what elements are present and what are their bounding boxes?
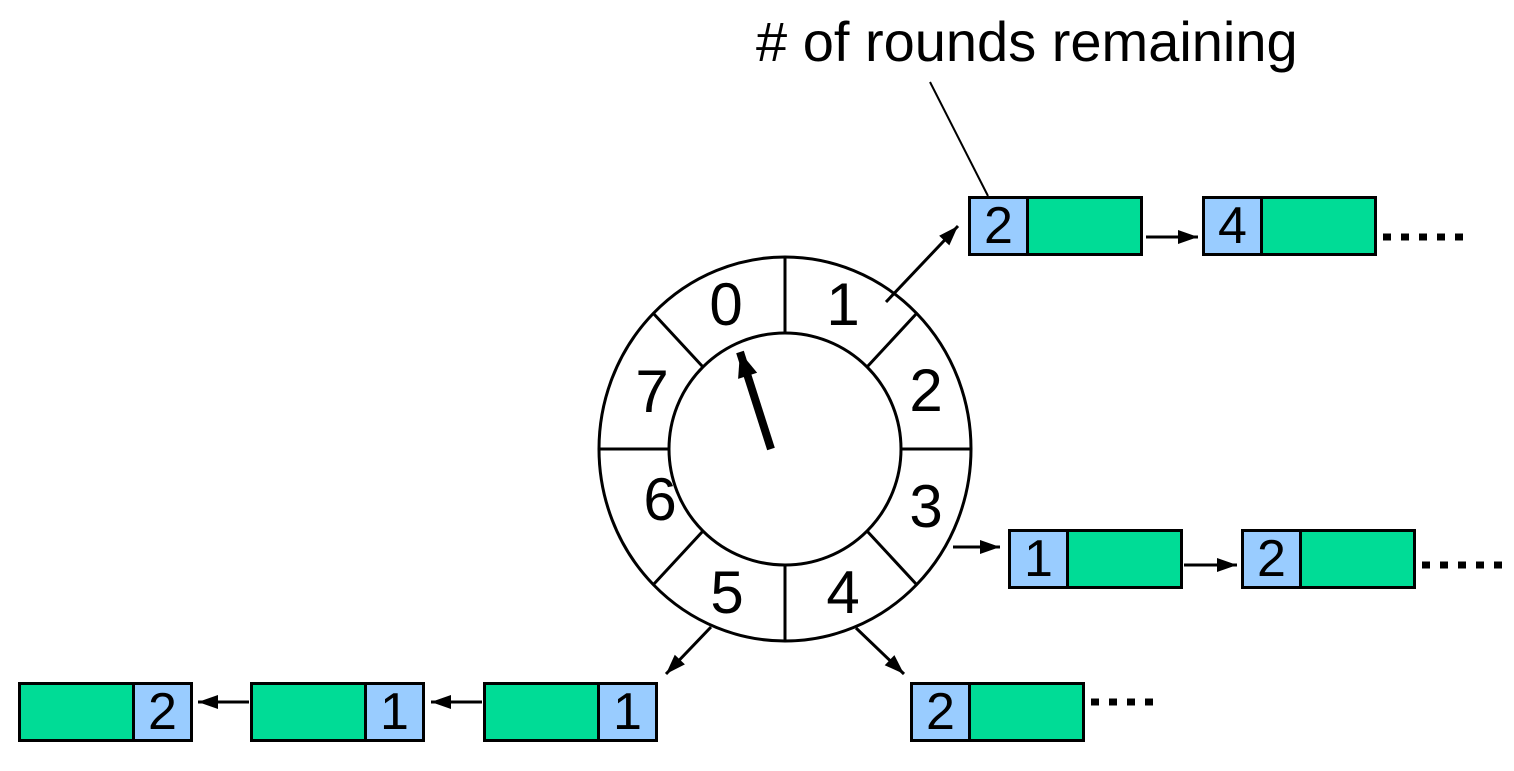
wheel-slot-label-7: 7	[635, 358, 669, 425]
rounds-field: 2	[971, 199, 1029, 253]
payload-field	[253, 685, 364, 739]
payload-field	[21, 685, 132, 739]
timer-node: 1	[483, 682, 658, 742]
wheel-inner-circle	[667, 331, 903, 567]
wheel-spokes	[599, 257, 971, 641]
annotation-callout-line	[929, 81, 989, 197]
slot5-list-arrow	[664, 625, 713, 676]
rounds-field: 2	[132, 685, 190, 739]
rounds-field: 4	[1205, 199, 1263, 253]
slot1-list-arrow	[884, 224, 960, 304]
rounds-field: 1	[364, 685, 422, 739]
wheel-slot-label-5: 5	[710, 559, 744, 626]
timer-node: 2	[18, 682, 193, 742]
timer-node: 2	[910, 682, 1085, 742]
timer-node: 2	[968, 196, 1143, 256]
annotation-title: # of rounds remaining	[756, 10, 1298, 73]
payload-field	[1263, 199, 1374, 253]
wheel-slot-label-2: 2	[909, 357, 943, 424]
payload-field	[486, 685, 597, 739]
rounds-field: 1	[597, 685, 655, 739]
payload-field	[1069, 532, 1180, 586]
wheel-slot-label-4: 4	[826, 559, 860, 626]
wheel-slot-label-6: 6	[643, 466, 677, 533]
timer-node: 4	[1202, 196, 1377, 256]
payload-field	[1302, 532, 1413, 586]
payload-field	[1029, 199, 1140, 253]
timer-node: 1	[250, 682, 425, 742]
clock-hand-icon	[736, 350, 775, 451]
rounds-field: 2	[913, 685, 971, 739]
timer-node: 2	[1241, 529, 1416, 589]
rounds-field: 2	[1244, 532, 1302, 586]
slot4-list-arrow	[854, 626, 906, 676]
wheel-slot-label-0: 0	[709, 271, 743, 338]
rounds-field: 1	[1011, 532, 1069, 586]
payload-field	[971, 685, 1082, 739]
timer-node: 1	[1008, 529, 1183, 589]
wheel-slot-label-1: 1	[826, 271, 860, 338]
wheel-slot-label-3: 3	[909, 473, 943, 540]
